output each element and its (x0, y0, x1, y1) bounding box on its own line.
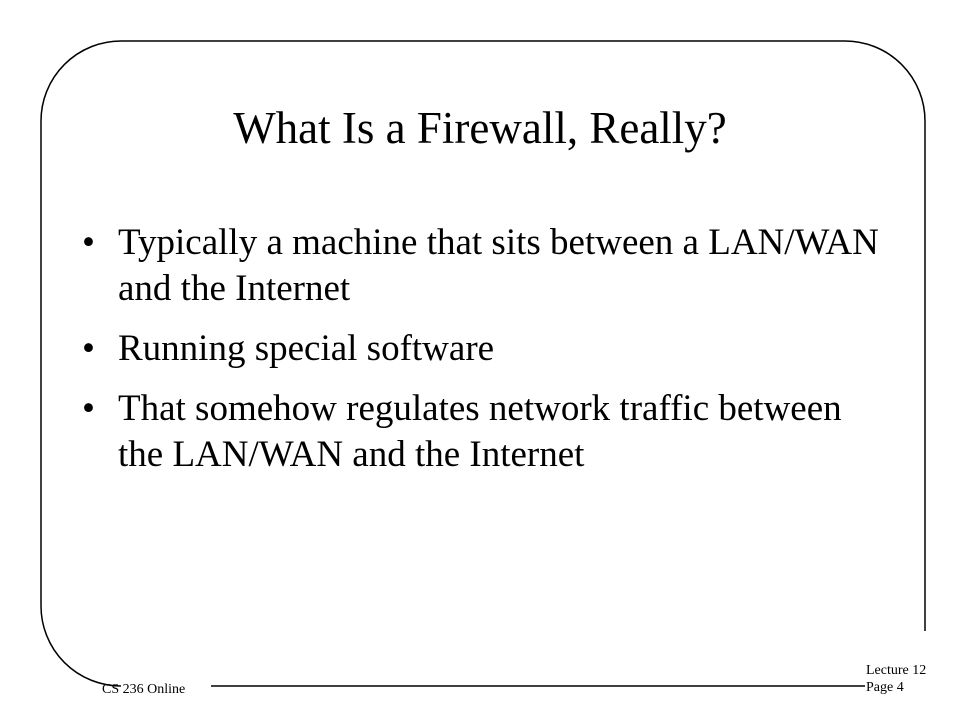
footer-lecture-page: Lecture 12 Page 4 (866, 662, 926, 696)
slide-title: What Is a Firewall, Really? (233, 103, 727, 153)
footer-page: Page 4 (866, 680, 904, 695)
footer-course: CS 236 Online (102, 682, 186, 697)
bullet-text: Running special software (118, 328, 495, 369)
bullet-mark: • (82, 222, 95, 263)
slide-border (40, 40, 926, 687)
bullet-text: Typically a machine that sits between a … (118, 222, 879, 309)
bullet-item: • Typically a machine that sits between … (82, 220, 882, 312)
bullet-item: • That somehow regulates network traffic… (82, 386, 882, 478)
bullet-mark: • (82, 328, 95, 369)
footer-lecture: Lecture 12 (866, 663, 927, 678)
bullet-text: That somehow regulates network traffic b… (118, 388, 842, 475)
bullet-list: • Typically a machine that sits between … (82, 220, 882, 492)
slide-border-outline (40, 40, 926, 687)
bullet-mark: • (82, 388, 95, 429)
bullet-item: • Running special software (82, 326, 882, 372)
